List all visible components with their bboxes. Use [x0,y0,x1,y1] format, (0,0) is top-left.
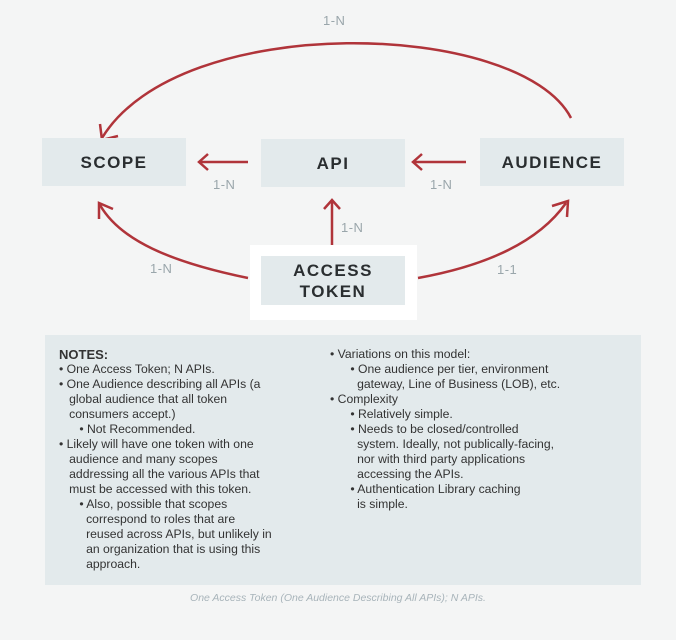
note-line: • Likely will have one token with one [59,437,254,451]
arrow-token-to-audience [417,202,568,280]
node-scope: SCOPE [42,138,186,186]
note-line: approach. [59,557,141,571]
node-access-token: ACCESS TOKEN [261,256,405,305]
note-line: • Also, possible that scopes [59,497,228,511]
note-line: correspond to roles that are [59,512,236,526]
relationship-arrows [97,41,573,280]
label-token-api: 1-N [341,220,364,235]
arrowhead-scope-bottom [97,201,114,219]
arrow-token-to-scope [98,204,249,280]
notes-panel: NOTES: • One Access Token; N APIs.• One … [45,335,641,585]
note-line: global audience that all token [59,392,228,406]
arrowhead-audience [551,199,570,218]
figure-caption: One Access Token (One Audience Describin… [190,592,486,604]
notes-right-column: • Variations on this model: • One audien… [330,347,560,512]
label-token-audience: 1-1 [497,262,518,277]
node-api: API [261,139,405,187]
note-line: • Variations on this model: [330,347,471,361]
note-line: • Authentication Library caching [330,482,521,496]
note-line: must be accessed with this token. [59,482,252,496]
notes-heading: NOTES: [59,347,109,362]
label-audience-api: 1-N [430,177,453,192]
note-line: • One Access Token; N APIs. [59,362,215,376]
label-audience-scope: 1-N [323,13,346,28]
note-line: • Needs to be closed/controlled [330,422,519,436]
note-line: reused across APIs, but unlikely in [59,527,272,541]
arrowhead-scope-mid [197,153,209,171]
arrowhead-api-bottom [323,198,341,210]
note-line: nor with third party applications [330,452,526,466]
arrowhead-api [411,153,423,171]
note-line: addressing all the various APIs that [59,467,260,481]
note-line: system. Ideally, not publically-facing, [330,437,554,451]
note-line: consumers accept.) [59,407,176,421]
label-token-scope: 1-N [150,261,173,276]
token-line2: TOKEN [299,281,367,301]
note-line: gateway, Line of Business (LOB), etc. [330,377,561,391]
token-line1: ACCESS [293,260,373,280]
note-line: • One audience per tier, environment [330,362,549,376]
note-line: an organization that is using this [59,542,261,556]
note-line: • One Audience describing all APIs (a [59,377,261,391]
note-line: accessing the APIs. [330,467,464,481]
note-line: • Not Recommended. [59,422,196,436]
note-line: audience and many scopes [59,452,218,466]
notes-left-column: NOTES: • One Access Token; N APIs.• One … [59,347,272,572]
note-line: • Relatively simple. [330,407,453,421]
note-line: is simple. [330,497,408,511]
note-line: • Complexity [330,392,398,406]
label-api-scope: 1-N [213,177,236,192]
arrow-audience-to-scope [100,41,573,139]
node-audience: AUDIENCE [480,138,624,186]
